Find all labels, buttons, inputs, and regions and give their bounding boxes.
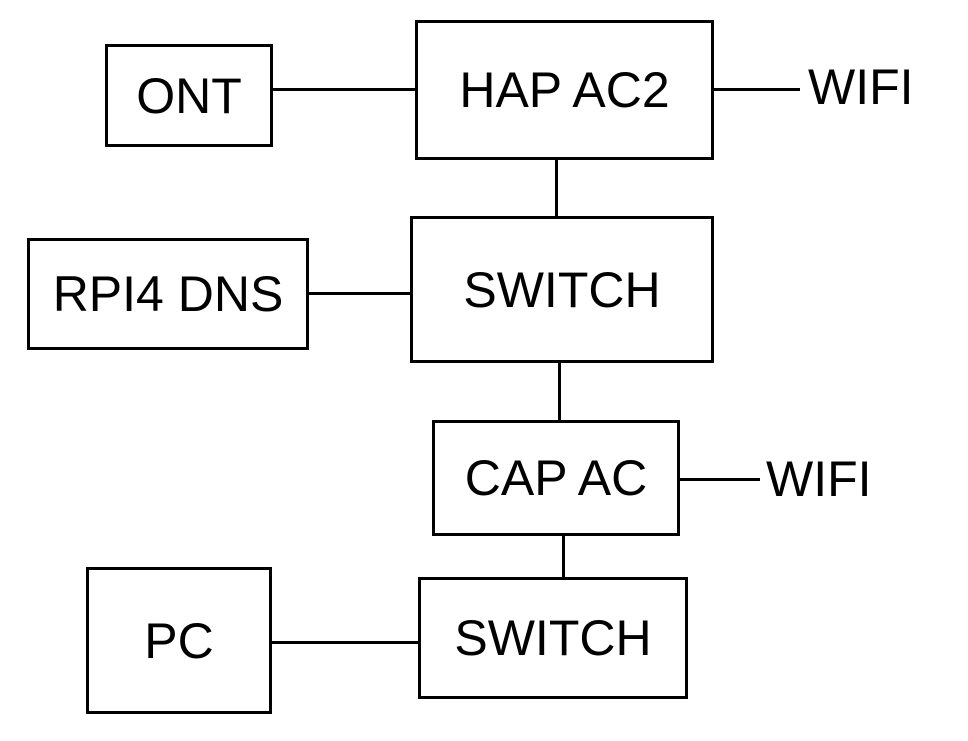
link-cap-switch — [562, 534, 565, 579]
link-cap-wifi — [678, 478, 760, 481]
label-wifi-hap: WIFI — [808, 59, 914, 115]
node-ont: ONT — [105, 44, 273, 147]
label-wifi-cap: WIFI — [766, 451, 872, 507]
node-hap-ac2-label: HAP AC2 — [459, 62, 670, 118]
link-switch-cap — [558, 361, 561, 421]
node-switch-lower-label: SWITCH — [454, 610, 652, 666]
node-switch-lower: SWITCH — [418, 577, 688, 699]
link-hap-switch — [555, 158, 558, 218]
node-pc: PC — [86, 567, 272, 714]
node-switch-main-label: SWITCH — [463, 261, 661, 318]
link-hap-wifi — [712, 88, 800, 91]
node-cap-ac: CAP AC — [432, 420, 680, 536]
link-ont-hap — [272, 88, 418, 91]
node-rpi4-dns-label: RPI4 DNS — [52, 266, 284, 322]
node-rpi4-dns: RPI4 DNS — [27, 238, 309, 350]
node-pc-label: PC — [144, 612, 214, 669]
node-cap-ac-label: CAP AC — [464, 450, 648, 506]
node-ont-label: ONT — [136, 67, 242, 124]
link-rpi-switch — [306, 292, 413, 295]
node-hap-ac2: HAP AC2 — [415, 20, 714, 160]
link-pc-switch — [271, 641, 421, 644]
node-switch-main: SWITCH — [410, 216, 714, 363]
